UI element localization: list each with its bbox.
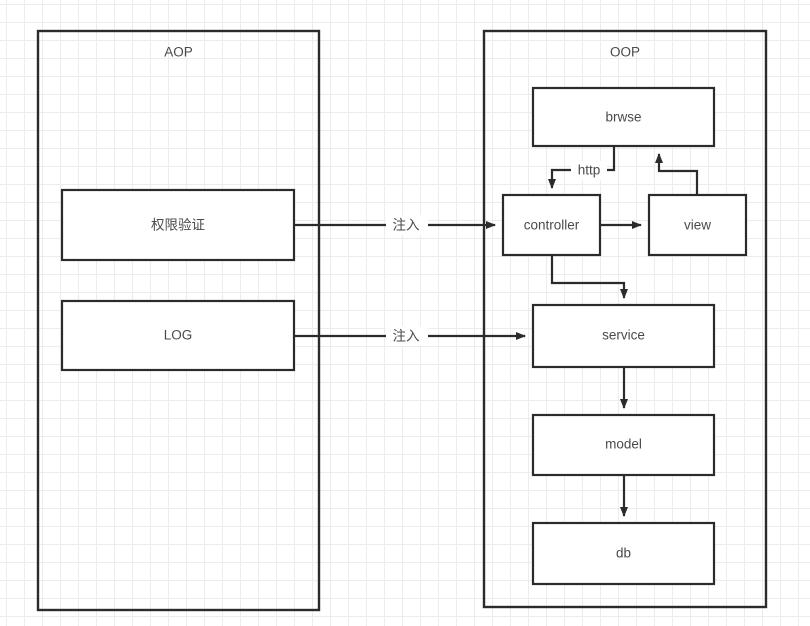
node-controller-box: [501, 193, 602, 257]
node-view-box: [647, 193, 748, 257]
node-log-label: LOG: [164, 328, 193, 343]
node-db-label: db: [616, 546, 631, 561]
edge-controller-to-service[interactable]: [550, 255, 628, 299]
node-brwse[interactable]: brwse: [531, 86, 716, 148]
group-oop-label: OOP: [610, 45, 640, 60]
node-service[interactable]: service: [531, 303, 716, 369]
node-log[interactable]: LOG: [60, 299, 296, 372]
node-service-label: service: [602, 328, 645, 343]
node-brwse-label: brwse: [605, 110, 641, 125]
node-model[interactable]: model: [531, 413, 716, 477]
edge-label-http-text: http: [578, 163, 601, 178]
node-view-label: view: [684, 218, 711, 233]
node-view[interactable]: view: [647, 193, 748, 257]
node-auth[interactable]: 权限验证: [60, 188, 296, 262]
node-service-box: [531, 303, 716, 369]
group-aop-border: [36, 29, 321, 612]
node-auth-label: 权限验证: [151, 217, 205, 233]
edge-label-auth-injection-text: 注入: [393, 218, 420, 233]
node-controller-label: controller: [524, 218, 580, 233]
group-oop[interactable]: OOP: [482, 29, 768, 609]
edge-label-log-injection-text: 注入: [393, 329, 420, 344]
node-auth-box: [60, 188, 296, 262]
node-brwse-box: [531, 86, 716, 148]
edge-label-auth-injection-bg: [386, 215, 428, 235]
edge-label-log-injection: 注入: [386, 326, 428, 346]
edge-label-auth-injection: 注入: [386, 215, 428, 235]
node-db[interactable]: db: [531, 521, 716, 586]
node-controller[interactable]: controller: [501, 193, 602, 257]
node-log-box: [60, 299, 296, 372]
edge-label-http-bg: [571, 161, 607, 180]
group-aop[interactable]: AOP: [36, 29, 321, 612]
node-model-label: model: [605, 437, 642, 452]
edge-label-http: http: [571, 161, 607, 180]
node-db-box: [531, 521, 716, 586]
group-oop-border: [482, 29, 768, 609]
node-model-box: [531, 413, 716, 477]
edge-view-to-brwse[interactable]: [655, 153, 699, 195]
edge-label-log-injection-bg: [386, 326, 428, 346]
group-aop-label: AOP: [164, 45, 193, 60]
